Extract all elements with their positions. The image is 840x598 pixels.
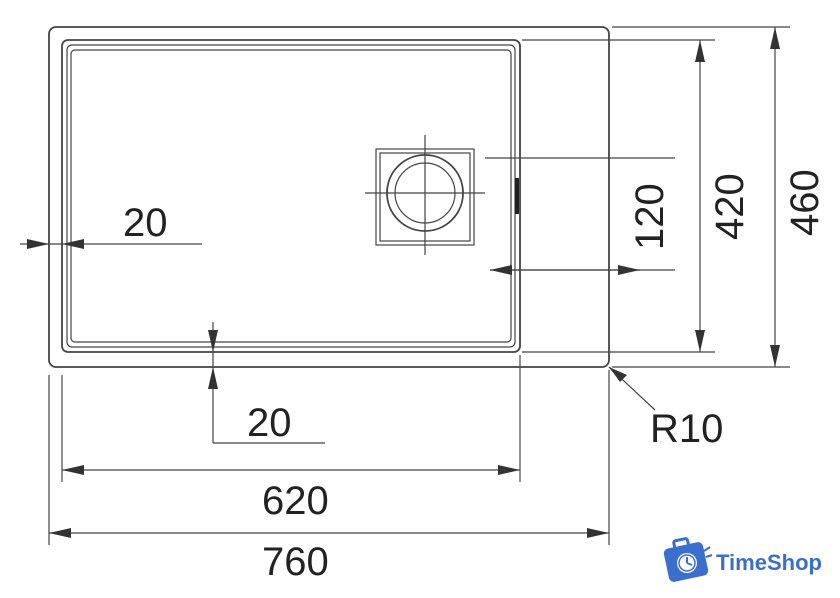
- overflow-slot: [515, 178, 519, 214]
- dim-label-r10: R10: [650, 407, 723, 451]
- arrow-760-left: [49, 528, 71, 538]
- logo-text: TimeShop: [716, 550, 822, 575]
- arrow-420-top: [695, 40, 705, 62]
- dim-label-420: 420: [708, 173, 752, 240]
- suitcase-clock-icon: [663, 537, 713, 582]
- arrow-20-bottom-a: [208, 330, 218, 352]
- inner-bowl-outline: [61, 39, 521, 353]
- arrow-120-right: [618, 265, 640, 275]
- arrow-460-bottom: [770, 345, 780, 367]
- arrow-120-left: [490, 265, 512, 275]
- dim-label-20-left: 20: [123, 201, 168, 245]
- dim-label-760: 760: [262, 540, 329, 584]
- dim-label-120: 120: [628, 183, 672, 250]
- arrow-620-right: [498, 465, 520, 475]
- dim-label-20-bottom: 20: [247, 401, 292, 445]
- arrow-420-bottom: [695, 330, 705, 352]
- dim-label-460: 460: [783, 169, 827, 236]
- inner-bowl-rim: [66, 44, 516, 348]
- timeshop-logo: TimeShop: [663, 537, 822, 582]
- outer-sink-outline: [48, 26, 610, 368]
- arrow-r10: [609, 367, 627, 382]
- dim-label-620: 620: [262, 479, 329, 523]
- arrow-20-left-b: [62, 239, 84, 249]
- arrow-20-bottom-b: [208, 367, 218, 389]
- arrow-460-top: [770, 27, 780, 49]
- arrow-760-right: [587, 528, 609, 538]
- inner-bowl-rim-inner: [70, 49, 512, 343]
- arrow-620-left: [62, 465, 84, 475]
- arrow-20-left-a: [27, 239, 49, 249]
